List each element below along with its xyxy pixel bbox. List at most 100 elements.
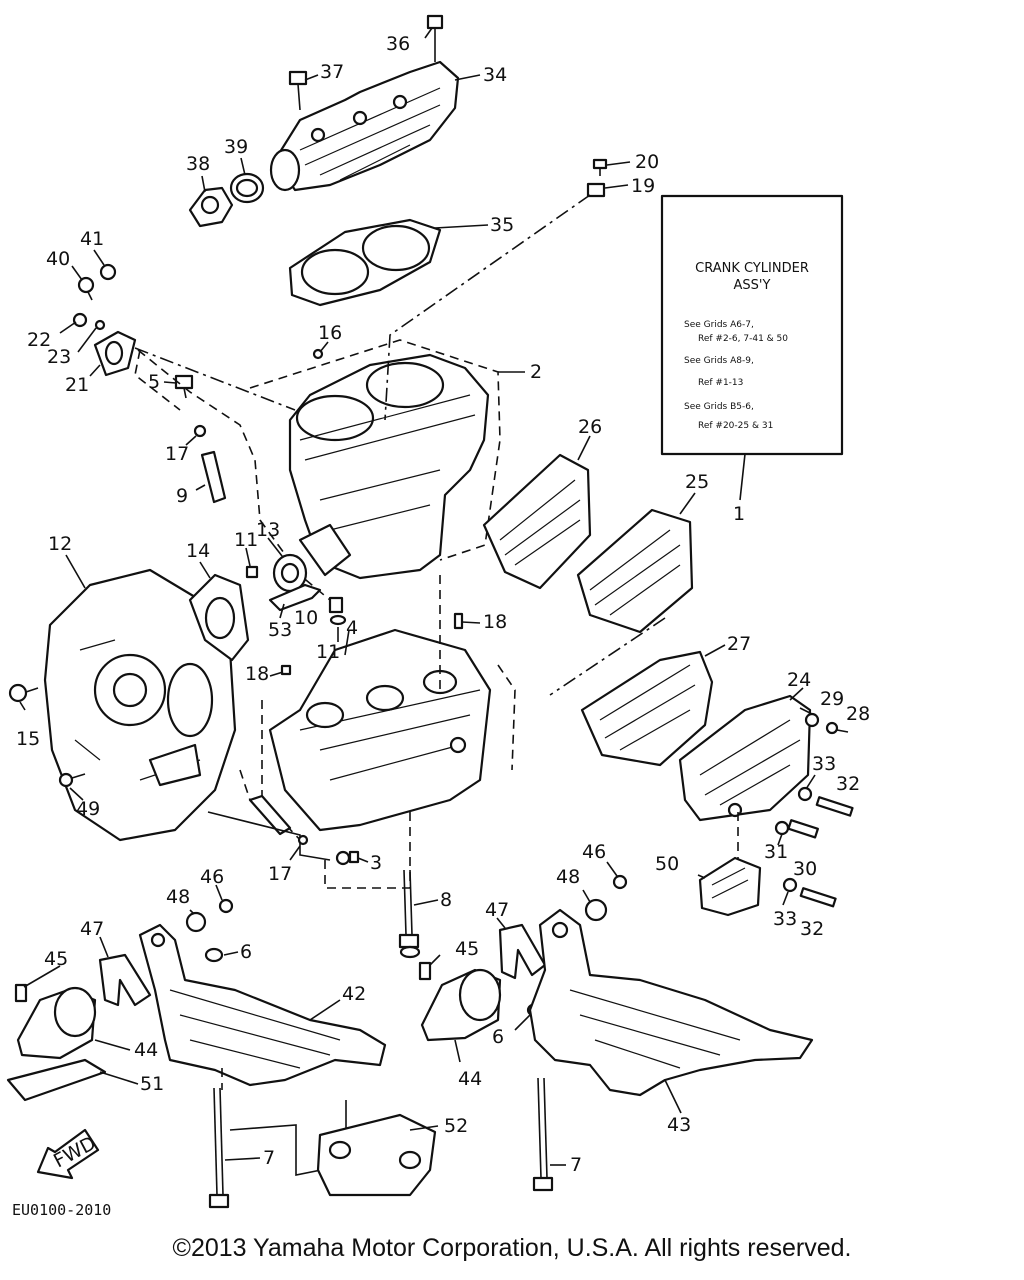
bolt-32-lower: [799, 887, 837, 908]
bolt-3: [335, 850, 360, 866]
crankcase: [268, 628, 492, 832]
bracket-43: [528, 908, 814, 1097]
label-53: 53: [268, 619, 292, 641]
label-12: 12: [48, 533, 72, 555]
label-44-left: 44: [134, 1039, 158, 1061]
washer-41: [99, 263, 117, 281]
screw-20: [592, 158, 608, 176]
stud-bolt-8: [398, 869, 421, 959]
washer-33-lower: [782, 877, 798, 893]
washer-31: [774, 820, 790, 836]
label-19: 19: [631, 175, 655, 197]
bracket-42: [138, 923, 387, 1087]
label-1: 1: [733, 503, 745, 525]
label-50: 50: [655, 853, 679, 875]
label-21: 21: [65, 374, 89, 396]
bolt-46-left: [218, 898, 234, 914]
callout-ref2-b: Ref #1-13: [698, 378, 743, 388]
label-33-lower: 33: [773, 908, 797, 930]
label-46-right: 46: [582, 841, 606, 863]
label-9: 9: [176, 485, 188, 507]
label-2: 2: [530, 361, 542, 383]
leader-lines: [19, 27, 816, 1166]
label-29: 29: [820, 688, 844, 710]
label-42: 42: [342, 983, 366, 1005]
washer-29: [804, 712, 820, 728]
hose-routing-dashed-2: [134, 349, 181, 411]
hose-lower: [248, 794, 292, 836]
label-31: 31: [764, 841, 788, 863]
cylinder-outline-dashed: [249, 339, 501, 561]
callout-ref1-b: Ref #2-6, 7-41 & 50: [698, 334, 788, 344]
label-47-right: 47: [485, 899, 509, 921]
label-37: 37: [320, 61, 344, 83]
label-52: 52: [444, 1115, 468, 1137]
label-45-right: 45: [455, 938, 479, 960]
dowel-18-right: [453, 612, 464, 630]
hose-53: [268, 583, 322, 612]
assembly-line-21: [134, 347, 296, 411]
label-7-right: 7: [570, 1154, 582, 1176]
bolt-46-right: [612, 874, 628, 890]
diagram-code: EU0100-2010: [12, 1201, 111, 1219]
callout-ref3-a: See Grids B5-6,: [684, 402, 754, 412]
screw-22: [72, 312, 88, 328]
clamp-17-lower: [297, 834, 309, 846]
damper-47-left: [98, 953, 152, 1007]
label-44-right: 44: [458, 1068, 482, 1090]
callout-title-1: CRANK CYLINDER: [695, 261, 809, 276]
reed-plate-25: [576, 508, 694, 634]
assembly-callout-box: CRANK CYLINDER ASS'Y See Grids A6-7, Ref…: [660, 194, 844, 456]
label-32-upper: 32: [836, 773, 860, 795]
label-17-upper: 17: [165, 443, 189, 465]
label-26: 26: [578, 416, 602, 438]
head-gasket-35: [288, 218, 442, 307]
label-33-upper: 33: [812, 753, 836, 775]
label-46-left: 46: [200, 866, 224, 888]
label-45-left: 45: [44, 948, 68, 970]
flywheel-cover-12: [43, 568, 237, 842]
label-48-left: 48: [166, 886, 190, 908]
bolt-28: [825, 721, 849, 735]
bolt-7-left: [208, 1087, 230, 1209]
fitting-19: [586, 182, 606, 198]
bolt-32-upper: [815, 796, 854, 817]
cylinder-block-2: [288, 353, 490, 580]
label-40: 40: [46, 248, 70, 270]
callout-ref2-a: See Grids A8-9,: [684, 356, 754, 366]
bolt-30: [787, 819, 819, 839]
crankcase-outline-dashed: [261, 664, 516, 846]
label-5: 5: [148, 371, 160, 393]
gasket-14: [188, 573, 250, 662]
washer-48-right: [584, 898, 608, 922]
label-47-left: 47: [80, 918, 104, 940]
assembly-line-19: [384, 194, 591, 421]
label-15: 15: [16, 728, 40, 750]
clip-11-upper: [245, 565, 259, 579]
label-28: 28: [846, 703, 870, 725]
label-32-lower: 32: [800, 918, 824, 940]
label-49: 49: [76, 798, 100, 820]
cover-21: [93, 330, 137, 377]
outlet-38: [188, 186, 234, 228]
damper-47-right: [498, 923, 547, 980]
label-6-left: 6: [240, 941, 252, 963]
label-39: 39: [224, 136, 248, 158]
label-3: 3: [370, 852, 382, 874]
label-20: 20: [635, 151, 659, 173]
label-36: 36: [386, 33, 410, 55]
reed-plate-26: [482, 453, 592, 590]
bolt-45-right: [418, 961, 432, 981]
label-25: 25: [685, 471, 709, 493]
label-43: 43: [667, 1114, 691, 1136]
label-23: 23: [47, 346, 71, 368]
collar-6-left: [204, 947, 224, 963]
engine-mount-44-left: [16, 986, 97, 1060]
exploded-parts-diagram: CRANK CYLINDER ASS'Y See Grids A6-7, Ref…: [6, 14, 870, 1219]
label-18-right: 18: [483, 611, 507, 633]
bolt-49: [58, 772, 86, 788]
plate-51: [6, 1058, 107, 1102]
callout-ref1-a: See Grids A6-7,: [684, 320, 754, 330]
callout-ref3-b: Ref #20-25 & 31: [698, 421, 773, 431]
forward-arrow: FWD: [36, 1128, 100, 1180]
